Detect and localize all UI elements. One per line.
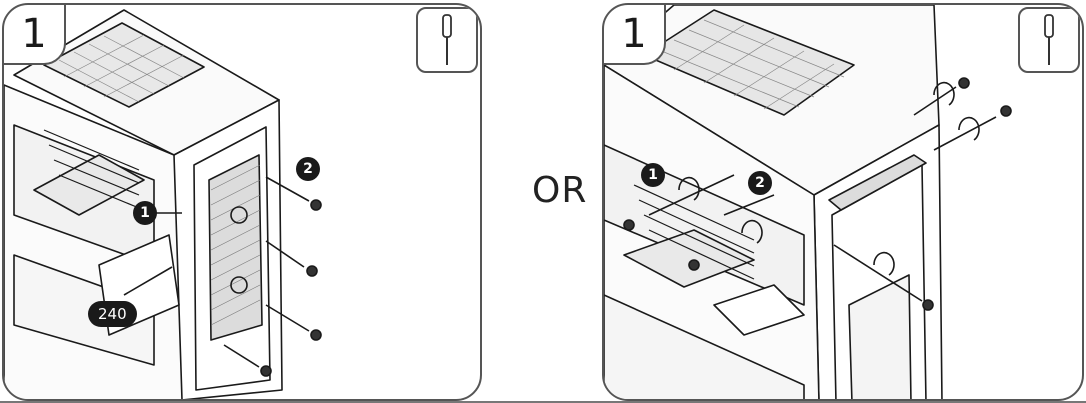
tool-indicator-box [1018, 7, 1080, 73]
pc-case-front-radiator-illustration [4, 9, 322, 399]
radiator-size-label: 240 [88, 301, 137, 327]
callout-1: 1 [641, 163, 665, 187]
or-separator: OR [532, 170, 588, 211]
pc-case-top-radiator-illustration [604, 5, 1012, 399]
bottom-divider [0, 401, 1086, 403]
tool-indicator-box [416, 7, 478, 73]
callout-1: 1 [133, 201, 157, 225]
step-number-badge: 1 [604, 5, 666, 65]
left-step-panel: 1 1 2 240 [2, 3, 482, 401]
callout-2: 2 [296, 157, 320, 181]
right-step-panel: 1 1 2 [602, 3, 1084, 401]
screwdriver-icon [442, 14, 452, 65]
callout-2: 2 [748, 171, 772, 195]
screwdriver-icon [1044, 14, 1054, 65]
step-number-badge: 1 [4, 5, 66, 65]
